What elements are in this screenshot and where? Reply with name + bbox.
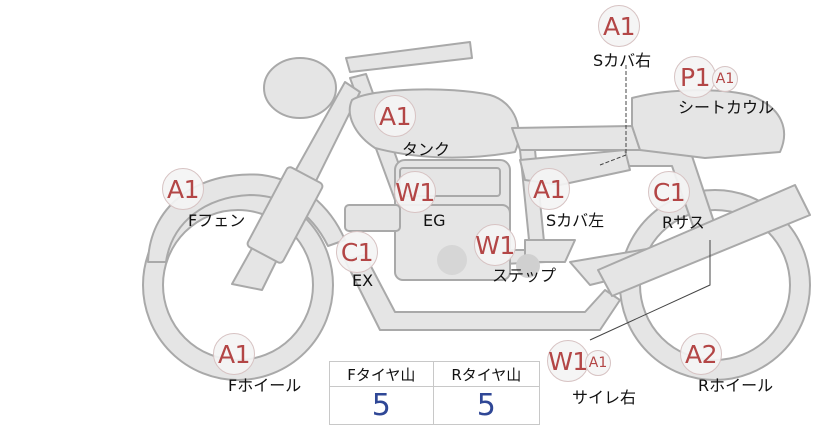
damage-code-badge: A2 [680,333,722,375]
damage-code-badge: A1 [528,168,570,210]
damage-code-badge: A1 [374,95,416,137]
damage-code-badge: A1 [213,333,255,375]
f-fender-marker[interactable]: A1 [162,168,204,210]
rear-tire-tread-header: Rタイヤ山 [432,361,541,387]
handlebar [345,41,473,73]
headlight [263,57,337,119]
damage-code-badge: W1 [547,340,589,382]
tank-marker[interactable]: A1 [374,95,416,137]
damage-code-badge: A1 [162,168,204,210]
s-cover-left-label: Sカバ左 [546,211,605,230]
seat-cowl-label: シートカウル [678,98,775,117]
eg-marker[interactable]: W1 [394,171,436,213]
s-cover-left-marker[interactable]: A1 [528,168,570,210]
r-sus-marker[interactable]: C1 [648,171,690,213]
step-marker[interactable]: W1 [474,224,516,266]
step-label: ステップ [492,266,557,285]
r-sus-label: Rサス [662,213,705,232]
exhaust-pipe [344,254,621,331]
seat-cowl-marker[interactable]: P1 A1 [674,56,738,98]
eg-label: EG [423,211,446,230]
ex-marker[interactable]: C1 [336,231,378,273]
damage-code-badge-small: A1 [712,66,738,92]
silencer-right-marker[interactable]: W1 A1 [547,340,611,382]
silencer-right-label: サイレ右 [572,388,637,407]
f-wheel-marker[interactable]: A1 [213,333,255,375]
seat-cowl [631,89,785,159]
damage-code-badge: P1 [674,56,716,98]
front-tire-tread-value: 5 [329,386,434,425]
damage-code-badge: W1 [474,224,516,266]
s-cover-right-marker[interactable]: A1 [598,5,640,47]
silencer [597,184,811,297]
r-wheel-marker[interactable]: A2 [680,333,722,375]
s-cover-right-label: Sカバ右 [593,51,652,70]
front-tire-tread-header: Fタイヤ山 [329,361,434,387]
damage-code-badge: A1 [598,5,640,47]
r-wheel-label: Rホイール [698,376,774,395]
ex-label: EX [352,271,374,290]
f-fender-label: Fフェン [188,211,246,230]
damage-code-badge-small: A1 [585,350,611,376]
seat [511,125,641,151]
damage-code-badge: W1 [394,171,436,213]
tank-label: タンク [402,140,451,159]
f-wheel-label: Fホイール [228,376,302,395]
damage-code-badge: C1 [336,231,378,273]
rear-tire-tread-value: 5 [432,386,541,425]
damage-code-badge: C1 [648,171,690,213]
tire-tread-table: Fタイヤ山 Rタイヤ山 5 5 [329,361,541,425]
